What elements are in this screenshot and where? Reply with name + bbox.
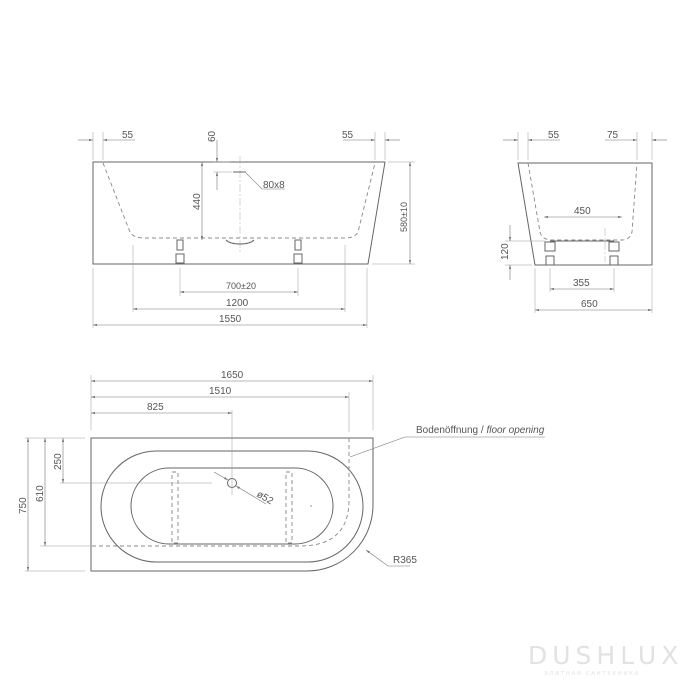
watermark-brand: DUSHLUX bbox=[528, 641, 683, 670]
plan-dim-750: 750 bbox=[18, 497, 29, 514]
dim-1550: 1550 bbox=[219, 314, 242, 325]
dim-440: 440 bbox=[192, 193, 203, 210]
watermark-tagline: ЭЛИТНАЯ САНТЕХНИКА bbox=[544, 671, 640, 677]
foot-left bbox=[175, 239, 185, 264]
side-foot-right bbox=[608, 241, 620, 266]
radius-label: R365 bbox=[393, 555, 417, 566]
side-dim-450: 450 bbox=[574, 206, 591, 217]
side-view: 55 75 450 120 355 650 bbox=[500, 130, 667, 313]
side-dim-55: 55 bbox=[548, 130, 560, 141]
dim-580: 580±10 bbox=[399, 202, 409, 232]
dim-55-right: 55 bbox=[342, 130, 354, 141]
dim-60: 60 bbox=[207, 130, 218, 142]
front-view: 55 55 60 80x8 440 580±10 700±20 1200 155… bbox=[78, 130, 415, 328]
plan-dim-1510: 1510 bbox=[209, 386, 232, 397]
dim-55-left: 55 bbox=[122, 130, 134, 141]
slot-label: 80x8 bbox=[263, 180, 285, 191]
side-dim-75: 75 bbox=[607, 130, 619, 141]
plan-dim-250: 250 bbox=[53, 453, 64, 470]
dim-1200: 1200 bbox=[226, 298, 249, 309]
dushlux-watermark: DUSHLUX ЭЛИТНАЯ САНТЕХНИКА bbox=[528, 641, 683, 677]
drain-diameter: ø52 bbox=[255, 489, 276, 507]
plan-view: 1650 1510 825 750 610 250 ø52 R365 Boden… bbox=[18, 370, 545, 572]
plan-dim-825: 825 bbox=[147, 402, 164, 413]
plan-dim-1650: 1650 bbox=[221, 370, 244, 381]
side-foot-left bbox=[544, 241, 556, 266]
floor-opening-label: Bodenöffnung / floor opening bbox=[416, 425, 545, 436]
dim-700: 700±20 bbox=[226, 281, 256, 291]
foot-right bbox=[293, 239, 303, 264]
side-dim-355: 355 bbox=[573, 278, 590, 289]
side-dim-120: 120 bbox=[500, 243, 511, 260]
side-dim-650: 650 bbox=[581, 299, 598, 310]
plan-dim-610: 610 bbox=[35, 485, 46, 502]
